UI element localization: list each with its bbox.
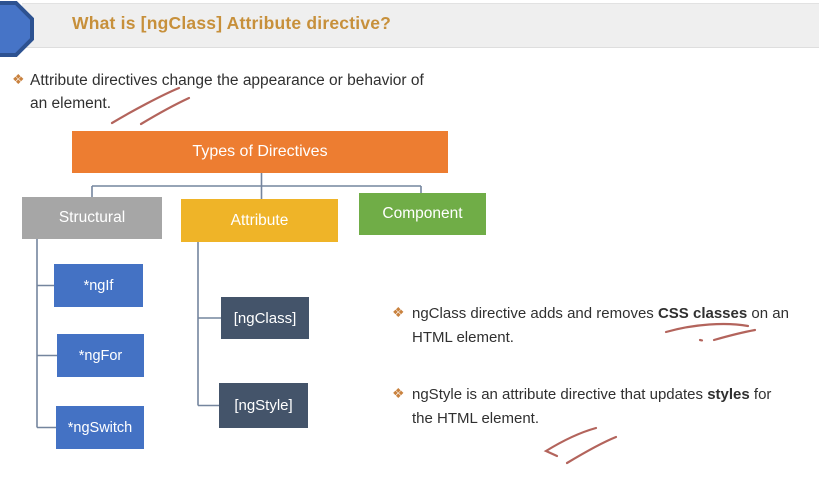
bullet-diamond-icon: ❖ [392, 304, 405, 320]
ngstyle-note: ngStyle is an attribute directive that u… [412, 383, 771, 431]
ngstyle-note-pre: ngStyle is an attribute directive that u… [412, 386, 708, 403]
ngclass-note-bold: CSS classes [657, 305, 748, 322]
slide-number-badge-octagon [0, 1, 34, 57]
pen-stroke-below-ngstyle-note-2 [565, 435, 618, 465]
pen-stroke-below-ngstyle-note [543, 426, 598, 458]
ngstyle-note-post: for [749, 386, 772, 403]
slide-title: What is [ngClass] Attribute directive? [72, 13, 392, 33]
diagram-node-ngswitch: *ngSwitch [56, 406, 144, 449]
ngclass-note: ngClass directive adds and removes CSS c… [412, 302, 789, 350]
diagram-node-attribute: Attribute [181, 199, 338, 242]
diagram-node-ngclass: [ngClass] [221, 297, 309, 339]
intro-bullet-line2: an element. [30, 95, 111, 112]
ngclass-note-post: on an [747, 305, 789, 322]
header-bar [22, 3, 819, 48]
bullet-diamond-icon: ❖ [12, 71, 25, 87]
diagram-node-ngstyle: [ngStyle] [219, 383, 308, 428]
bullet-diamond-icon: ❖ [392, 385, 405, 401]
diagram-node-ngif: *ngIf [54, 264, 143, 307]
ngclass-note-line1: ngClass directive adds and removes CSS c… [412, 302, 789, 326]
diagram-node-structural: Structural [22, 197, 162, 239]
intro-bullet-line1: Attribute directives change the appearan… [30, 72, 424, 89]
ngstyle-note-bold: styles [707, 386, 750, 403]
diagram-node-component: Component [359, 193, 486, 235]
ngclass-note-line2: HTML element. [412, 329, 514, 346]
ngstyle-note-line1: ngStyle is an attribute directive that u… [412, 383, 771, 407]
ngstyle-note-line2: the HTML element. [412, 410, 539, 427]
intro-bullet: Attribute directives change the appearan… [30, 69, 424, 115]
ngclass-note-pre: ngClass directive adds and removes [412, 305, 658, 322]
diagram-node-ngfor: *ngFor [57, 334, 144, 377]
diagram-node-types-of-directives: Types of Directives [72, 131, 448, 173]
